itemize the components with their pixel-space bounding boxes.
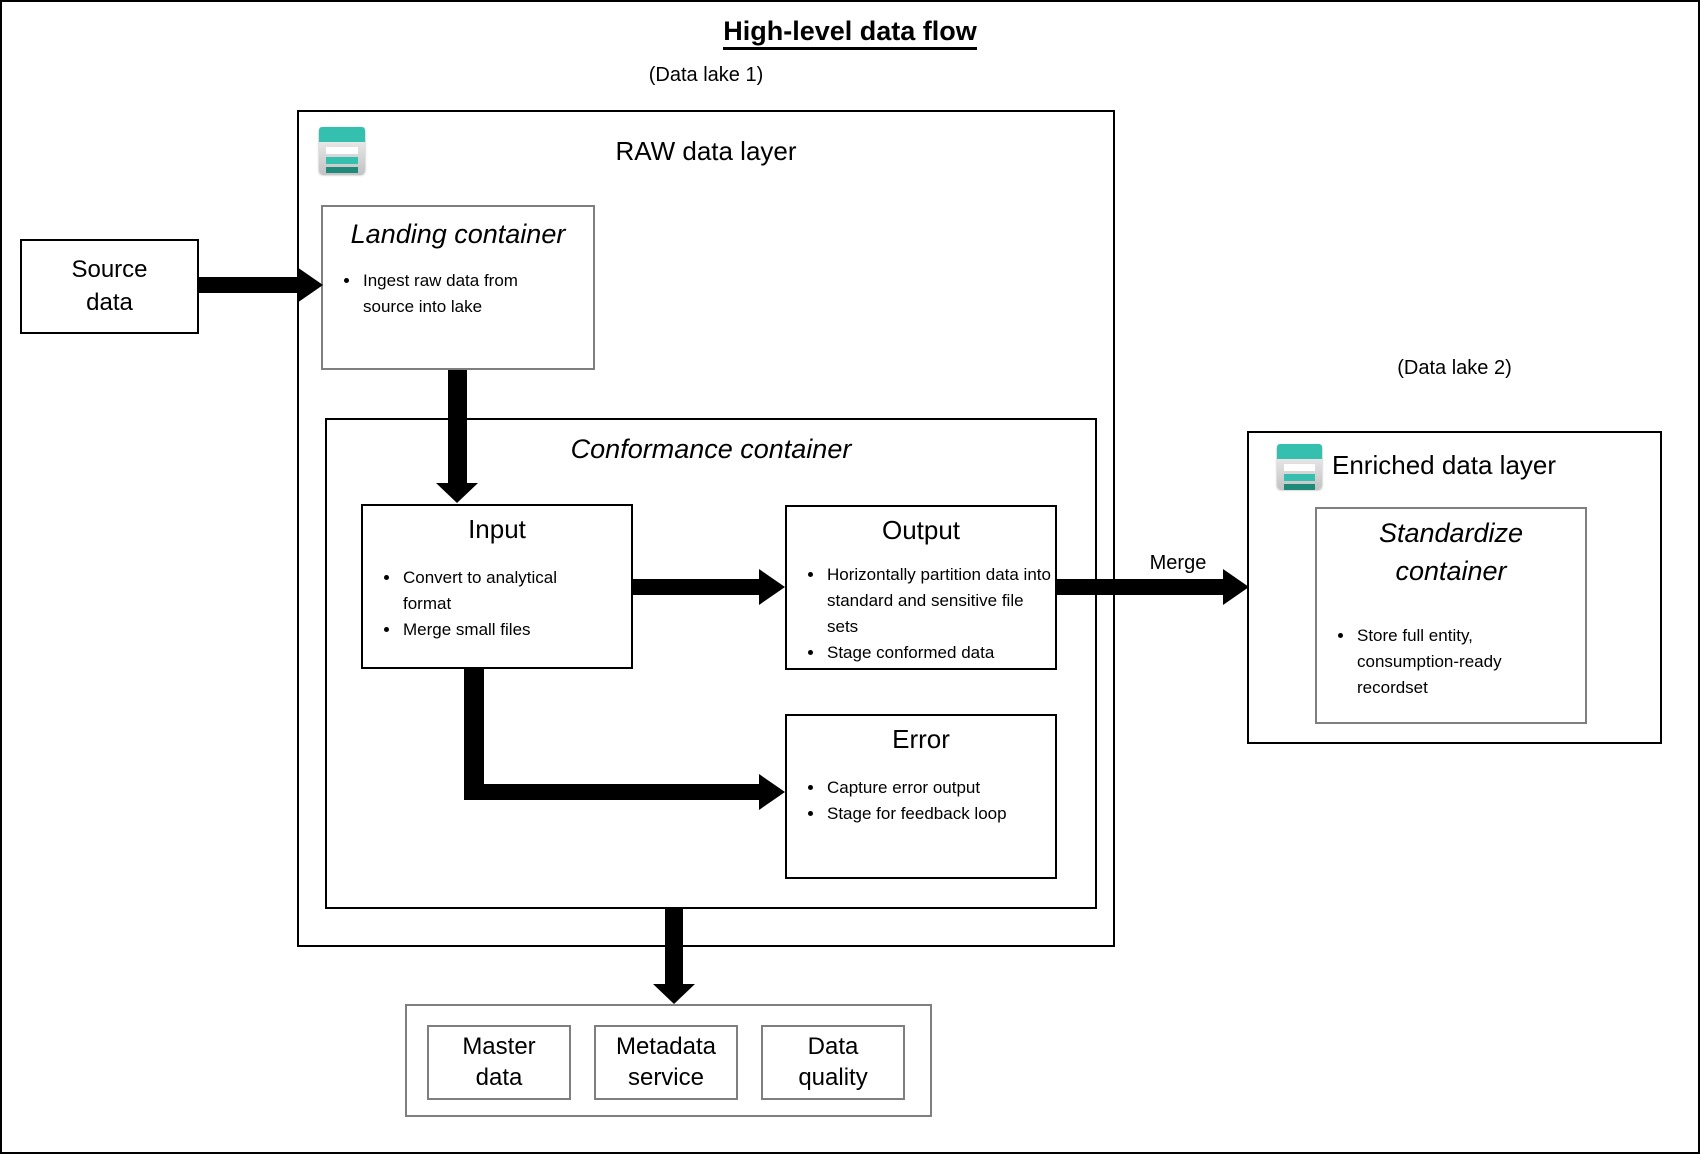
arrowhead-landing-to-input <box>436 483 478 503</box>
output-title: Output <box>881 515 961 545</box>
arrowhead-source-to-landing <box>297 267 323 303</box>
metadata-service-box: Metadata service <box>594 1025 738 1100</box>
input-box: Input Convert to analytical format Merge… <box>361 504 633 669</box>
input-bullet: Convert to analytical format <box>401 565 591 617</box>
error-title: Error <box>892 724 950 754</box>
arrow-merge <box>1057 579 1223 595</box>
standardize-container-title: Standardize container <box>1317 509 1585 591</box>
data-lake-icon <box>1277 444 1322 490</box>
data-lake-1-label: (Data lake 1) <box>648 64 764 86</box>
merge-arrow-label: Merge <box>1149 552 1207 574</box>
master-data-line1: Master <box>462 1032 536 1060</box>
input-bullet: Merge small files <box>401 617 591 643</box>
arrowhead-input-to-error <box>759 774 785 810</box>
standardize-bullet: Store full entity, consumption-ready rec… <box>1355 623 1539 701</box>
source-data-line2: data <box>86 288 133 316</box>
arrow-landing-to-input <box>448 370 467 484</box>
icon-bar <box>326 157 358 164</box>
services-group-box: Master data Metadata service Data qualit… <box>405 1004 932 1117</box>
icon-bar <box>1284 464 1315 471</box>
data-quality-line1: Data <box>807 1032 859 1060</box>
output-box: Output Horizontally partition data into … <box>785 505 1057 670</box>
standardize-container-box: Standardize container Store full entity,… <box>1315 507 1587 724</box>
arrow-source-to-landing <box>199 277 299 293</box>
landing-bullet: Ingest raw data from source into lake <box>361 268 557 320</box>
data-quality-line2: quality <box>798 1063 868 1091</box>
landing-container-title: Landing container <box>350 219 566 249</box>
arrow-conformance-to-services <box>665 909 683 985</box>
input-title: Input <box>468 514 526 544</box>
arrow-input-to-output <box>633 579 759 595</box>
master-data-box: Master data <box>427 1025 571 1100</box>
metadata-service-line1: Metadata <box>615 1032 717 1060</box>
enriched-data-layer-title: Enriched data layer <box>1332 450 1557 480</box>
standardize-title-line1: Standardize <box>1378 518 1524 548</box>
landing-container-box: Landing container Ingest raw data from s… <box>321 205 595 370</box>
output-bullet: Stage conformed data <box>825 640 1055 666</box>
source-data-line1: Source <box>71 256 148 284</box>
data-lake-2-label: (Data lake 2) <box>1397 357 1512 379</box>
metadata-service-line2: service <box>627 1063 704 1091</box>
page-title: High-level data flow <box>2 16 1698 50</box>
icon-band <box>319 127 365 142</box>
arrow-input-to-error-horizontal <box>464 784 759 800</box>
icon-bar <box>1284 484 1315 490</box>
standardize-title-line2: container <box>1395 555 1507 586</box>
arrowhead-input-to-output <box>759 569 785 605</box>
data-quality-box: Data quality <box>761 1025 905 1100</box>
icon-bar <box>1284 474 1315 481</box>
icon-bar <box>326 167 358 173</box>
data-lake-icon <box>319 127 365 174</box>
output-bullet: Horizontally partition data into standar… <box>825 562 1055 640</box>
master-data-line2: data <box>475 1063 523 1091</box>
error-bullet: Stage for feedback loop <box>825 801 1055 827</box>
error-bullet: Capture error output <box>825 775 1055 801</box>
arrowhead-conformance-to-services <box>653 984 695 1004</box>
raw-data-layer-title: RAW data layer <box>615 136 797 166</box>
icon-band <box>1277 444 1322 459</box>
icon-bar <box>326 147 358 154</box>
source-data-box: Source data <box>20 239 199 334</box>
arrow-input-to-error-vertical <box>464 669 484 800</box>
error-box: Error Capture error output Stage for fee… <box>785 714 1057 879</box>
conformance-container-title: Conformance container <box>570 434 852 464</box>
arrowhead-merge <box>1223 569 1249 605</box>
